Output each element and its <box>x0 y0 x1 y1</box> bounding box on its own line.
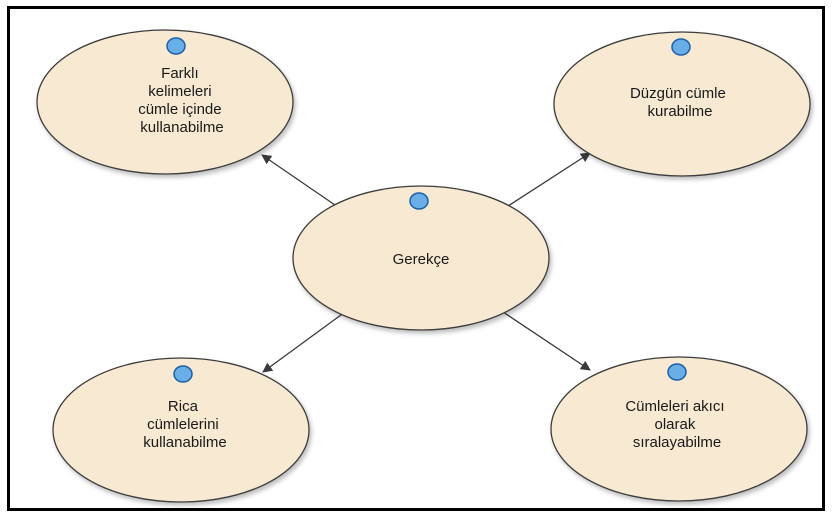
edge-center-to-top-left <box>261 154 336 206</box>
node-bottom-left-ellipse <box>52 357 310 503</box>
node-bottom-left-handle-icon <box>173 365 193 383</box>
node-bottom-left: Rica cümlelerini kullanabilme <box>52 357 310 503</box>
edge-center-to-bottom-right <box>499 309 591 371</box>
node-bottom-right-handle-icon <box>667 363 687 381</box>
node-bottom-right-label: Cümleleri akıcı olarak sıralayabilme <box>625 398 728 451</box>
node-bottom-left-label: Rica cümlelerini kullanabilme <box>143 398 226 451</box>
node-bottom-right: Cümleleri akıcı olarak sıralayabilme <box>550 356 808 502</box>
node-center-handle-icon <box>409 192 429 210</box>
node-top-right: Düzgün cümle kurabilme <box>553 31 811 177</box>
node-top-right-handle-icon <box>671 38 691 56</box>
node-center-ellipse <box>292 185 550 331</box>
node-top-left-handle-icon <box>166 37 186 55</box>
node-top-right-ellipse <box>553 31 811 177</box>
node-bottom-right-ellipse <box>550 356 808 502</box>
edge-center-to-bottom-left <box>262 311 346 373</box>
node-top-left-label: Farklı kelimeleri cümle içinde kullanabi… <box>138 65 226 136</box>
node-center: Gerekçe <box>292 185 550 331</box>
edge-center-to-top-right <box>504 152 591 209</box>
node-top-left-ellipse <box>36 29 294 175</box>
node-top-left: Farklı kelimeleri cümle içinde kullanabi… <box>36 29 294 175</box>
node-top-right-label: Düzgün cümle kurabilme <box>630 85 730 120</box>
node-center-label: Gerekçe <box>393 251 450 268</box>
